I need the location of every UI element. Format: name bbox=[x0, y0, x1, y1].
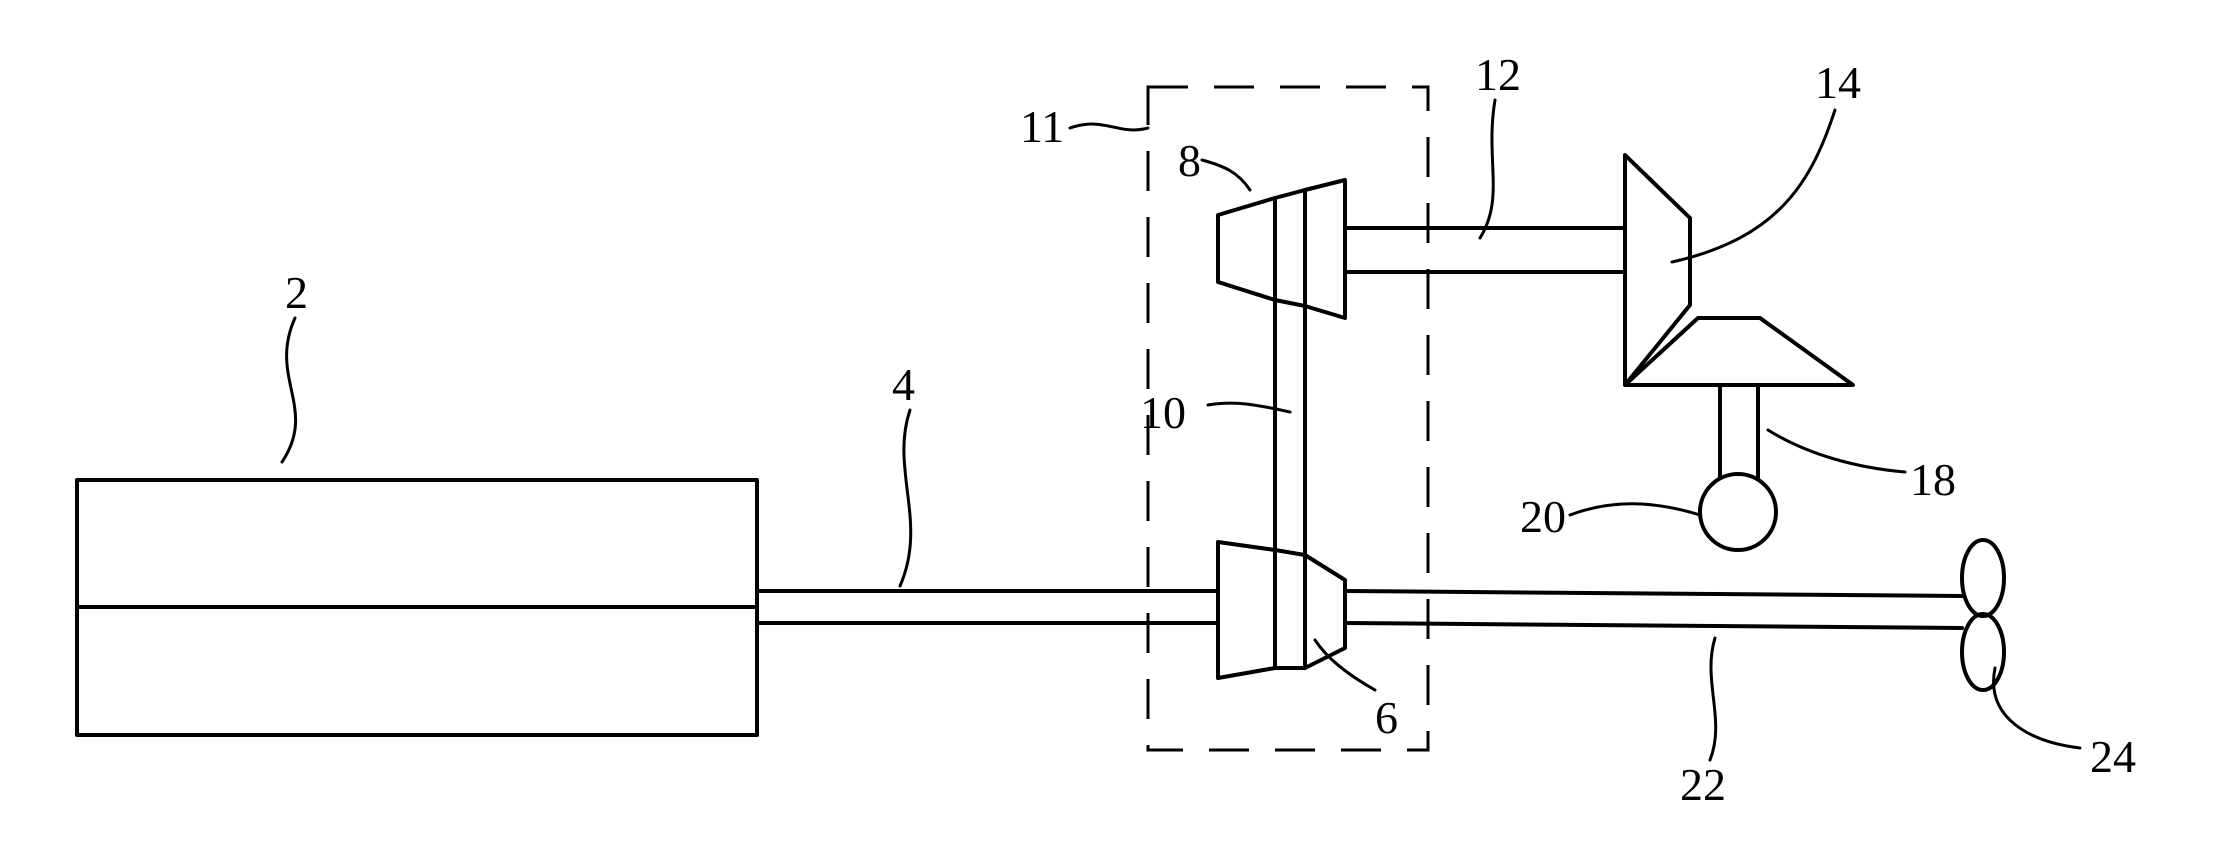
label-generator: 20 bbox=[1520, 491, 1566, 542]
label-gearbox: 14 bbox=[1815, 57, 1861, 108]
label-main-shaft: 4 bbox=[892, 359, 915, 410]
label-propeller-shaft: 22 bbox=[1680, 759, 1726, 810]
propeller-shaft bbox=[1345, 591, 1962, 628]
lower-gear bbox=[1218, 542, 1345, 678]
propeller bbox=[1962, 540, 2004, 690]
transmission-box bbox=[1148, 87, 1428, 750]
engine-block bbox=[77, 480, 757, 735]
generator bbox=[1700, 474, 1776, 550]
gear-shaft bbox=[1275, 196, 1305, 668]
label-engine: 2 bbox=[285, 267, 308, 318]
upper-gear bbox=[1218, 180, 1345, 318]
label-upper-shaft: 12 bbox=[1475, 49, 1521, 100]
label-transmission-box: 11 bbox=[1020, 101, 1064, 152]
label-gear-shaft: 10 bbox=[1140, 387, 1186, 438]
upper-shaft bbox=[1345, 228, 1625, 272]
label-propeller: 24 bbox=[2090, 731, 2136, 782]
label-vertical-shaft: 18 bbox=[1910, 454, 1956, 505]
label-lower-gear: 6 bbox=[1375, 692, 1398, 743]
label-upper-gear: 8 bbox=[1178, 135, 1201, 186]
vertical-shaft bbox=[1720, 385, 1758, 478]
gearbox bbox=[1625, 155, 1853, 385]
